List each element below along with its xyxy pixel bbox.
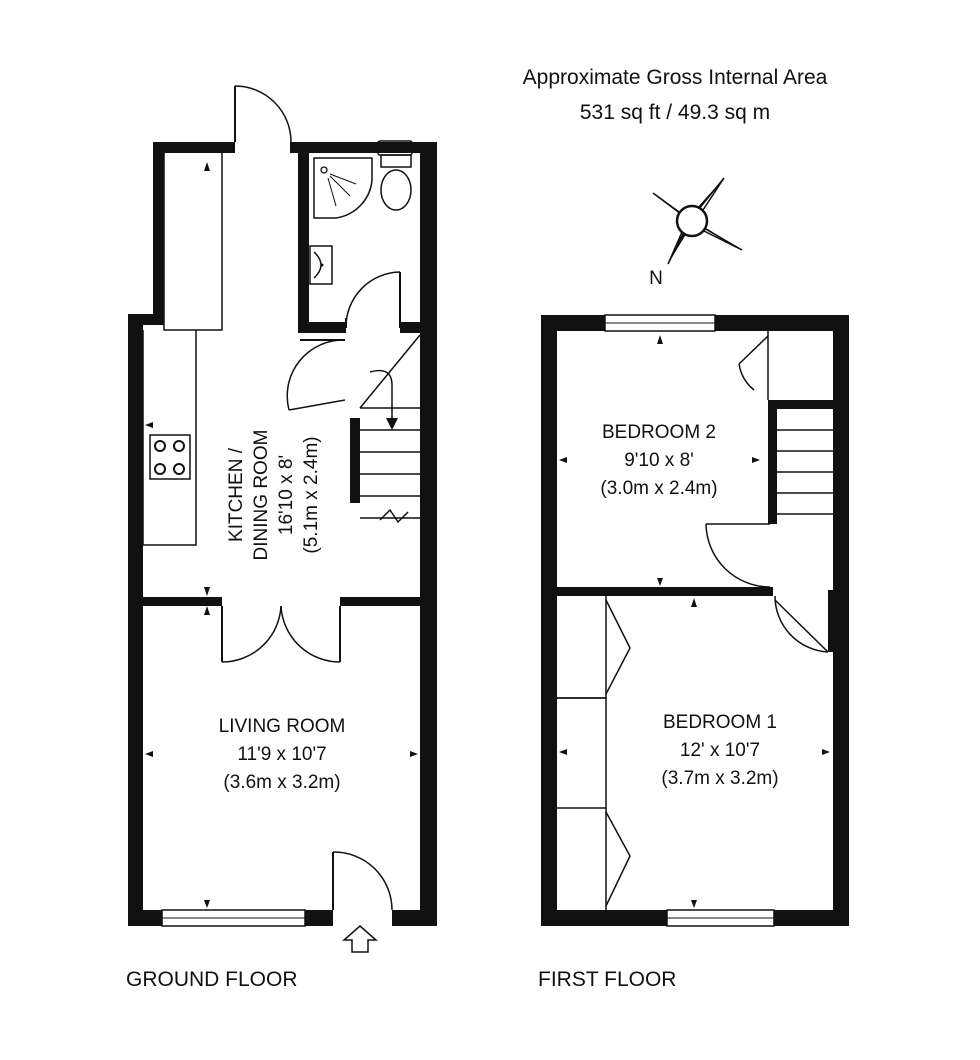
bedroom2-door bbox=[705, 523, 771, 588]
back-door bbox=[234, 85, 292, 143]
bedroom1-name: BEDROOM 1 bbox=[663, 712, 777, 733]
kitchen-imperial: 16'10 x 8' bbox=[276, 455, 297, 535]
bedroom2-metric: (3.0m x 2.4m) bbox=[600, 478, 717, 499]
bedroom1-door bbox=[774, 595, 829, 653]
bedroom2-imperial: 9'10 x 8' bbox=[624, 450, 694, 471]
basin-icon bbox=[309, 245, 333, 285]
area-title: Approximate Gross Internal Area bbox=[523, 66, 828, 89]
kitchen-worktop bbox=[142, 153, 223, 546]
ground-floor-label: GROUND FLOOR bbox=[126, 968, 298, 991]
ground-staircase bbox=[359, 334, 421, 524]
front-door bbox=[332, 851, 393, 911]
kitchen-name-2: DINING ROOM bbox=[251, 430, 272, 561]
bathroom-door bbox=[345, 271, 401, 329]
hob-icon bbox=[149, 434, 191, 480]
double-doors bbox=[221, 605, 341, 663]
first-floor-walls bbox=[541, 315, 849, 926]
bedroom1-metric: (3.7m x 3.2m) bbox=[661, 768, 778, 789]
kitchen-name-1: KITCHEN / bbox=[226, 447, 247, 542]
bedroom2-cupboard-door bbox=[738, 331, 769, 400]
wardrobe-lower bbox=[605, 808, 631, 910]
wardrobe-middle bbox=[557, 697, 607, 809]
first-dimension-arrows bbox=[559, 335, 830, 908]
compass-icon bbox=[652, 177, 743, 265]
living-name: LIVING ROOM bbox=[219, 716, 346, 737]
ground-floor-walls bbox=[128, 142, 437, 926]
kitchen-label: KITCHEN / DINING ROOM 16'10 x 8' (5.1m x… bbox=[226, 430, 322, 561]
ground-dimension-arrows bbox=[145, 162, 418, 908]
cupboard-door bbox=[286, 339, 346, 411]
bedroom1-imperial: 12' x 10'7 bbox=[680, 740, 760, 761]
living-metric: (3.6m x 3.2m) bbox=[223, 772, 340, 793]
kitchen-metric: (5.1m x 2.4m) bbox=[301, 436, 322, 553]
entrance-arrow-icon bbox=[342, 925, 378, 953]
area-value: 531 sq ft / 49.3 sq m bbox=[580, 101, 770, 124]
bedroom2-name: BEDROOM 2 bbox=[602, 422, 716, 443]
living-imperial: 11'9 x 10'7 bbox=[237, 744, 326, 765]
shower-icon bbox=[313, 157, 373, 219]
first-staircase bbox=[777, 429, 833, 515]
first-floor-label: FIRST FLOOR bbox=[538, 968, 676, 991]
toilet-icon bbox=[377, 140, 413, 211]
wardrobe-upper bbox=[557, 596, 631, 699]
compass-north-label: N bbox=[649, 268, 663, 289]
